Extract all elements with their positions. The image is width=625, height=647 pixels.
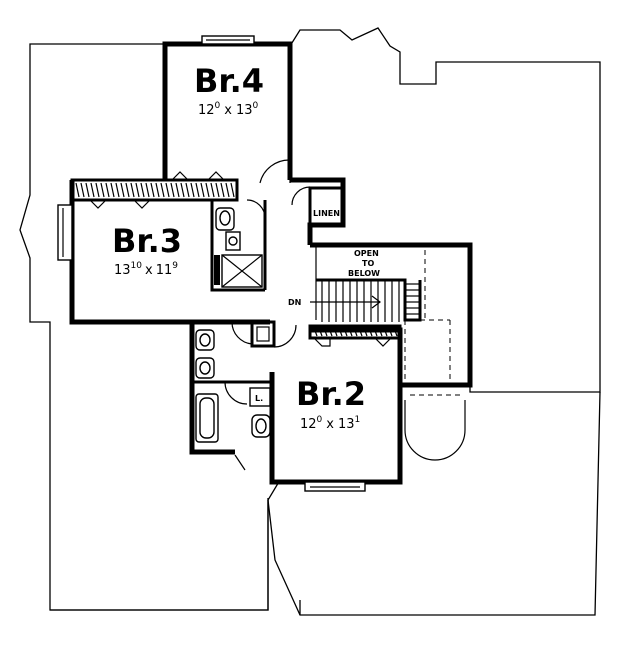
closet-rod-mark xyxy=(105,182,110,198)
roof-outline xyxy=(19,27,601,616)
open-to-below-line1: OPEN xyxy=(354,249,379,258)
br2-dim-w: 12 xyxy=(300,417,317,432)
closet-rod-mark xyxy=(185,182,190,198)
br4-dim-w-sup: 0 xyxy=(215,101,221,111)
closet-rod-mark xyxy=(195,182,200,198)
closet-rod-mark xyxy=(115,182,120,198)
laundry-label: L. xyxy=(255,394,263,403)
closet-rod-mark xyxy=(388,327,393,337)
bath-1 xyxy=(214,199,267,290)
closet-rod-mark xyxy=(95,182,100,198)
closet-rod-mark xyxy=(140,182,145,198)
closet-rod-mark xyxy=(120,182,125,198)
closet-rod-mark xyxy=(170,182,175,198)
closet-rod-mark xyxy=(343,327,348,337)
closet-rod-mark xyxy=(378,327,383,337)
closet-rod-mark xyxy=(165,182,170,198)
closet-rod-mark xyxy=(150,182,155,198)
closet-rod-mark xyxy=(393,327,398,337)
br2-dim-h: 13 xyxy=(338,417,355,432)
closet-rod-mark xyxy=(373,327,378,337)
closet-rod-mark xyxy=(160,182,165,198)
closet-rod-mark xyxy=(205,182,210,198)
closet-rod-mark xyxy=(135,182,140,198)
bedroom-3-walls xyxy=(57,180,270,325)
closet-rod-mark xyxy=(328,327,333,337)
closet-rod-mark xyxy=(225,182,230,198)
br3-window xyxy=(57,204,73,261)
br3-dim-sep: x xyxy=(145,263,153,278)
closet-rod-mark xyxy=(363,327,368,337)
closet-rod-mark xyxy=(75,182,80,198)
closet-rod-mark xyxy=(230,182,235,198)
open-to-below-line2: TO xyxy=(362,259,374,268)
linen-label: LINEN xyxy=(313,209,340,218)
hall-walls xyxy=(231,159,346,348)
bath-2 xyxy=(189,322,272,471)
br4-dim-h-sup: 0 xyxy=(253,101,259,111)
closet-rod-mark xyxy=(215,182,220,198)
br4-dim-sep: x xyxy=(224,103,232,118)
br3-dim-w: 13 xyxy=(114,263,131,278)
br3-dim-h: 11 xyxy=(156,263,173,278)
closet-rod-mark xyxy=(220,182,225,198)
closet-rod-mark xyxy=(338,327,343,337)
closet-rod-mark xyxy=(333,327,338,337)
stair-down-label: DN xyxy=(288,298,301,307)
br3-dim-h-sup: 9 xyxy=(172,261,178,271)
open-to-below-line3: BELOW xyxy=(348,269,380,278)
closet-rod-mark xyxy=(85,182,90,198)
br3-dim-w-sup: 10 xyxy=(131,261,143,271)
closet-rod-mark xyxy=(125,182,130,198)
laundry-box xyxy=(249,387,271,407)
closet-rod-mark xyxy=(358,327,363,337)
br4-dim-w: 12 xyxy=(198,103,215,118)
br4-dim-h: 13 xyxy=(236,103,253,118)
closet-rod-mark xyxy=(190,182,195,198)
closet-rod-mark xyxy=(100,182,105,198)
closet-rod-mark xyxy=(80,182,85,198)
br2-name: Br.2 xyxy=(296,375,366,413)
closet-rod-mark xyxy=(130,182,135,198)
closet-rod-mark xyxy=(368,327,373,337)
closet-rod-mark xyxy=(90,182,95,198)
closet-rod-mark xyxy=(348,327,353,337)
br2-dim-sep: x xyxy=(326,417,334,432)
closet-rod-mark xyxy=(200,182,205,198)
closet-rod-mark xyxy=(353,327,358,337)
br3-name: Br.3 xyxy=(112,222,182,260)
stair-area xyxy=(310,242,473,388)
closet-rod-mark xyxy=(175,182,180,198)
br2-dim-w-sup: 0 xyxy=(317,415,323,425)
br2-dim-h-sup: 1 xyxy=(355,415,361,425)
closet-rod-mark xyxy=(313,327,318,337)
closet-rod-mark xyxy=(383,327,388,337)
closet-rod-mark xyxy=(145,182,150,198)
br4-name: Br.4 xyxy=(194,62,264,100)
closet-rod-mark xyxy=(318,327,323,337)
closet-rod-mark xyxy=(180,182,185,198)
bedroom-4-walls xyxy=(162,35,293,180)
bedroom-2-walls xyxy=(269,324,466,492)
closet-rod-mark xyxy=(210,182,215,198)
closet-rod-mark xyxy=(155,182,160,198)
chase xyxy=(250,320,276,348)
closet-rod-mark xyxy=(110,182,115,198)
closet-rod-mark xyxy=(323,327,328,337)
